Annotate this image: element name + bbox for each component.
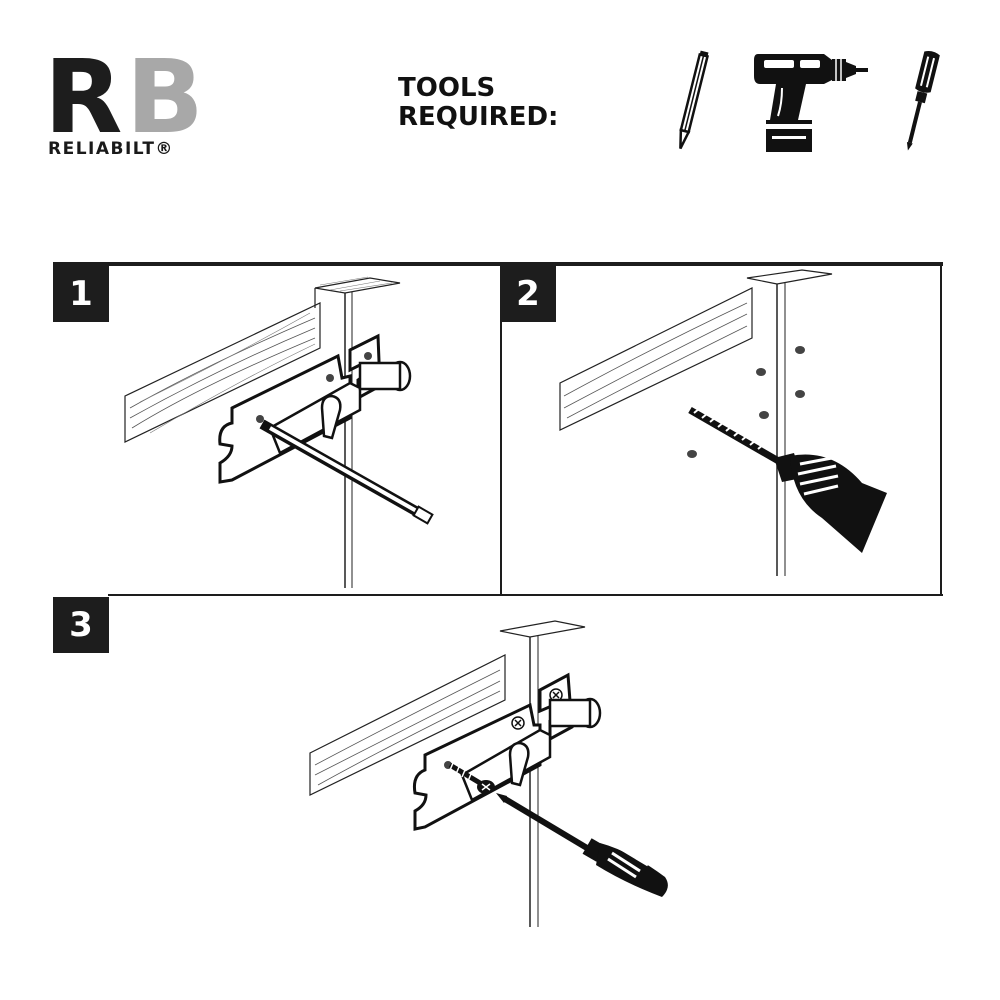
step-2-illustration	[559, 269, 887, 576]
brand-name: RELIABILT®	[48, 139, 174, 159]
wood-screw	[448, 762, 495, 794]
tools-heading-line1: TOOLS	[398, 73, 496, 103]
step-1-illustration	[124, 276, 434, 588]
rb-logo-mark: B R	[48, 48, 204, 138]
barrel-bolt	[413, 672, 602, 831]
logo-letter-r: R	[48, 48, 123, 138]
step-3-badge: 3	[53, 597, 109, 653]
screwdriver-icon	[906, 51, 940, 151]
marking-pencil	[259, 419, 434, 525]
logo-letter-b: B	[126, 48, 204, 138]
steps-middle-rule	[108, 594, 943, 596]
screwdriver	[496, 793, 668, 897]
step-3-illustration	[309, 620, 668, 927]
brand-logo: B R RELIABILT®	[48, 48, 218, 163]
power-drill-icon	[754, 54, 868, 152]
steps-top-rule	[53, 262, 943, 266]
wood-board	[309, 654, 506, 796]
tools-required-heading: TOOLS REQUIRED:	[398, 74, 558, 132]
step-1-badge: 1	[53, 266, 109, 322]
pilot-holes	[687, 346, 805, 458]
door-post	[746, 269, 833, 576]
wood-board	[124, 302, 321, 443]
pencil-icon	[679, 50, 710, 150]
steps-divider-vertical	[500, 266, 502, 596]
door-post	[314, 276, 401, 588]
tools-heading-line2: REQUIRED:	[398, 102, 559, 132]
drill-bit-and-chuck	[688, 406, 887, 553]
door-post	[499, 620, 586, 927]
wood-board	[559, 287, 753, 431]
steps-right-border	[940, 266, 942, 596]
step-2-badge: 2	[500, 266, 556, 322]
barrel-bolt	[218, 333, 412, 484]
